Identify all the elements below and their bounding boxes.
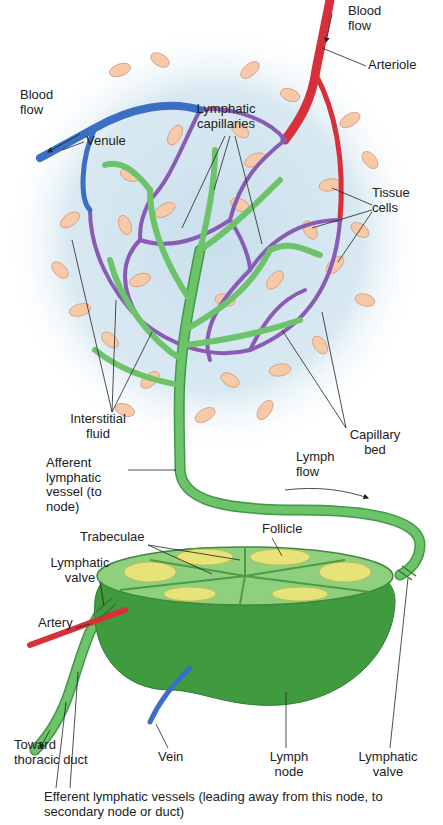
direction-label: Toward thoracic duct	[14, 738, 90, 767]
part-label: Lymphatic valve	[352, 750, 424, 779]
flow-label: Blood flow	[20, 88, 62, 117]
vessel-label: Artery	[38, 616, 88, 631]
part-label: Follicle	[262, 522, 322, 537]
flow-label: Blood flow	[348, 4, 390, 33]
part-label: Capillary bed	[340, 428, 410, 457]
vessel-label: Afferent lymphatic vessel (to node)	[46, 456, 136, 514]
tissue-glow	[5, 25, 425, 455]
part-label: Interstitial fluid	[58, 412, 138, 441]
flow-label: Lymph flow	[296, 450, 346, 479]
lymphatic-capillaries	[95, 150, 420, 575]
vessel-label: Vein	[158, 750, 198, 765]
part-label: Trabeculae	[80, 530, 160, 545]
vessel-label: Arteriole	[368, 58, 438, 73]
vessel-label: Efferent lymphatic vessels (leading away…	[44, 790, 384, 819]
part-label: Lymph node	[266, 750, 312, 779]
lymph-node-drawing	[30, 547, 416, 750]
part-label: Lymphatic valve	[44, 556, 116, 585]
vessel-label: Venule	[86, 134, 146, 149]
tissue-cells	[49, 50, 381, 426]
part-label: Tissue cells	[372, 186, 432, 215]
leader-lines	[40, 14, 408, 788]
part-label: Lymphatic capillaries	[176, 102, 276, 131]
